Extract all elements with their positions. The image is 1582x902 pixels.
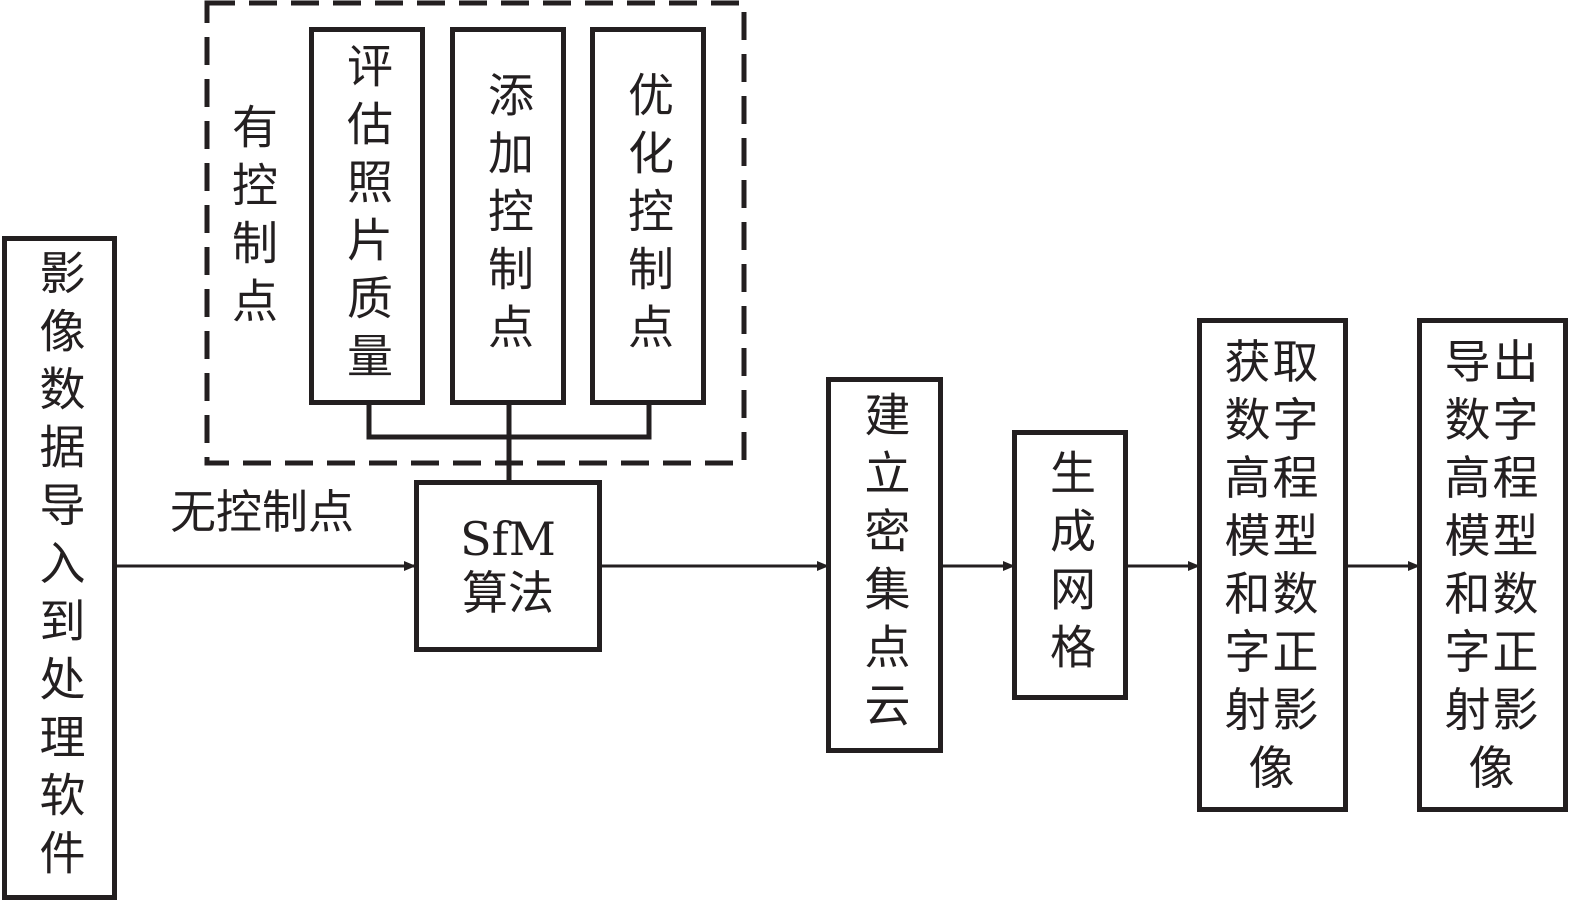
without-gcp-label: 无控制点 <box>170 485 354 539</box>
dense-cloud-box: 建立密集点云 <box>826 377 943 753</box>
evaluate-box: 评估照片质量 <box>309 27 425 405</box>
dense-cloud-label: 建立密集点云 <box>857 391 912 739</box>
add-gcp-label: 添加控制点 <box>481 71 535 361</box>
evaluate-label: 评估照片质量 <box>340 42 394 390</box>
export-label: 导出数字高程模型和数字正射影像 <box>1444 335 1541 795</box>
optimize-gcp-label: 优化控制点 <box>621 71 675 361</box>
mesh-box: 生成网格 <box>1012 430 1128 700</box>
import-box: 影像数据导入到处理软件 <box>2 236 117 900</box>
with-gcp-label: 有控制点 <box>225 103 279 335</box>
mesh-label: 生成网格 <box>1043 449 1097 681</box>
sfm-box: SfM 算法 <box>414 480 602 652</box>
export-box: 导出数字高程模型和数字正射影像 <box>1417 318 1568 812</box>
acquire-box: 获取数字高程模型和数字正射影像 <box>1197 318 1348 812</box>
sfm-label: SfM 算法 <box>460 512 556 620</box>
acquire-label: 获取数字高程模型和数字正射影像 <box>1224 335 1321 795</box>
gcp-group-dashed-border <box>204 0 747 466</box>
optimize-gcp-box: 优化控制点 <box>590 27 706 405</box>
add-gcp-box: 添加控制点 <box>450 27 566 405</box>
import-label: 影像数据导入到处理软件 <box>32 249 87 887</box>
